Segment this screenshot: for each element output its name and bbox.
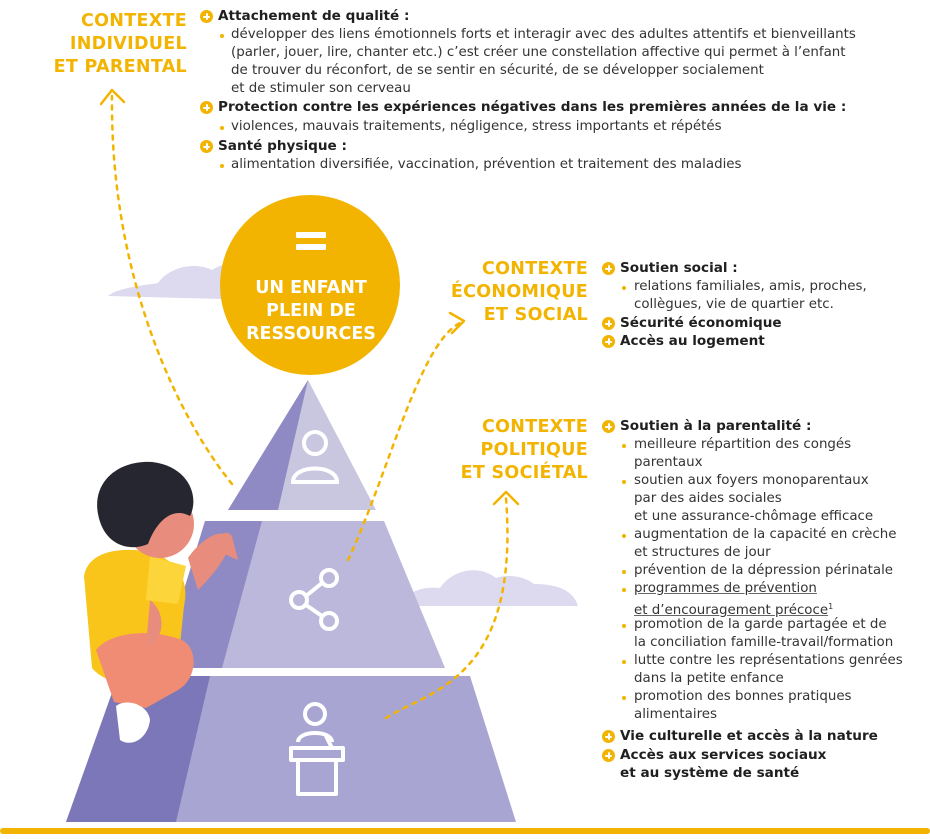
- bullet-text: alimentaires: [634, 707, 718, 722]
- center-line-3: RESSOURCES: [246, 324, 376, 344]
- item-heading: Accès au logement: [620, 333, 765, 349]
- bullet-text: de trouver du réconfort, de se sentir en…: [231, 63, 764, 78]
- bullet-text: dans la petite enfance: [634, 671, 784, 686]
- bullet-dot: [622, 534, 626, 538]
- ground-line: [0, 828, 930, 834]
- bullet-dot: [220, 164, 224, 168]
- context-economic-title: CONTEXTE ÉCONOMIQUE ET SOCIAL: [450, 259, 588, 325]
- item-heading: Santé physique :: [218, 138, 347, 154]
- center-line-1: UN ENFANT: [255, 278, 367, 298]
- bullet-text: alimentation diversifiée, vaccination, p…: [231, 157, 742, 172]
- arrowhead-political: [492, 490, 520, 506]
- bullet-dot: [622, 286, 626, 290]
- bullet-text: et d’encouragement précoce: [634, 603, 829, 618]
- bullet-text: et une assurance-chômage efficace: [634, 509, 874, 524]
- bullet-text: meilleure répartition des congés: [634, 437, 852, 452]
- share-icon: [289, 568, 339, 631]
- arrow-political: [384, 496, 509, 720]
- context-individual-title: CONTEXTE INDIVIDUEL ET PARENTAL: [53, 11, 187, 77]
- item-heading: Soutien social :: [620, 260, 738, 276]
- bullet-dot: [220, 34, 224, 38]
- bullet-text: et de stimuler son cerveau: [231, 81, 411, 96]
- cloud-right: [400, 570, 578, 606]
- result-circle: [220, 195, 400, 375]
- plus-icon: [602, 420, 615, 433]
- plus-icon: [200, 101, 213, 114]
- center-line-2: PLEIN DE: [266, 301, 356, 321]
- bullet-text: la conciliation famille-travail/formatio…: [634, 635, 894, 650]
- bullet-dot: [622, 660, 626, 664]
- item-heading: Vie culturelle et accès à la nature: [620, 728, 878, 744]
- arrow-individual: [110, 94, 234, 486]
- bullet-text: soutien aux foyers monoparentaux: [634, 473, 869, 488]
- plus-icon: [602, 749, 615, 762]
- bullet-text: promotion des bonnes pratiques: [634, 689, 852, 704]
- bullet-text: et structures de jour: [634, 545, 771, 560]
- plus-icon: [200, 10, 213, 23]
- bullet-text: développer des liens émotionnels forts e…: [231, 27, 856, 42]
- plus-icon: [602, 262, 615, 275]
- bullet-text: violences, mauvais traitements, négligen…: [231, 119, 722, 134]
- bullet-dot: [622, 588, 626, 592]
- plus-icon: [200, 140, 213, 153]
- bullet-text: (parler, jouer, lire, chanter etc.) c’es…: [231, 45, 846, 60]
- item-heading: Protection contre les expériences négati…: [218, 99, 847, 115]
- bullet-text: promotion de la garde partagée et de: [634, 617, 887, 632]
- bullet-text-with-footnote: et d’encouragement précoce1: [634, 598, 833, 620]
- equals-symbol: [296, 232, 326, 252]
- item-heading: Accès aux services sociaux: [620, 747, 827, 763]
- person-icon: [290, 430, 340, 484]
- context-political-title: CONTEXTE POLITIQUE ET SOCIÉTAL: [460, 417, 588, 483]
- child-figure: [84, 461, 238, 743]
- arrow-economic: [346, 320, 464, 562]
- plus-icon: [602, 335, 615, 348]
- item-heading-continued: et au système de santé: [620, 765, 800, 781]
- bullet-dot: [622, 480, 626, 484]
- arrowhead-individual: [99, 88, 126, 106]
- bullet-text: programmes de prévention: [634, 581, 817, 596]
- item-heading: Attachement de qualité :: [218, 8, 410, 24]
- bullet-dot: [622, 570, 626, 574]
- center-title: UN ENFANT PLEIN DE RESSOURCES: [226, 277, 396, 346]
- speaker-podium-icon: [289, 702, 345, 796]
- bullet-dot: [622, 696, 626, 700]
- arrowhead-economic: [448, 311, 466, 335]
- bullet-text: relations familiales, amis, proches,: [634, 279, 867, 294]
- plus-icon: [602, 730, 615, 743]
- bullet-text: par des aides sociales: [634, 491, 782, 506]
- bullet-dot: [622, 444, 626, 448]
- bullet-text: collègues, vie de quartier etc.: [634, 297, 834, 312]
- bullet-text: parentaux: [634, 455, 703, 470]
- item-heading: Soutien à la parentalité :: [620, 418, 812, 434]
- footnote-mark: 1: [828, 602, 834, 611]
- item-heading: Sécurité économique: [620, 315, 782, 331]
- bullet-dot: [220, 126, 224, 130]
- plus-icon: [602, 317, 615, 330]
- pyramid-top-tier: [228, 380, 376, 510]
- bullet-text: augmentation de la capacité en crèche: [634, 527, 897, 542]
- bullet-text: prévention de la dépression périnatale: [634, 563, 894, 578]
- bullet-dot: [622, 624, 626, 628]
- bullet-text: lutte contre les représentations genrées: [634, 653, 903, 668]
